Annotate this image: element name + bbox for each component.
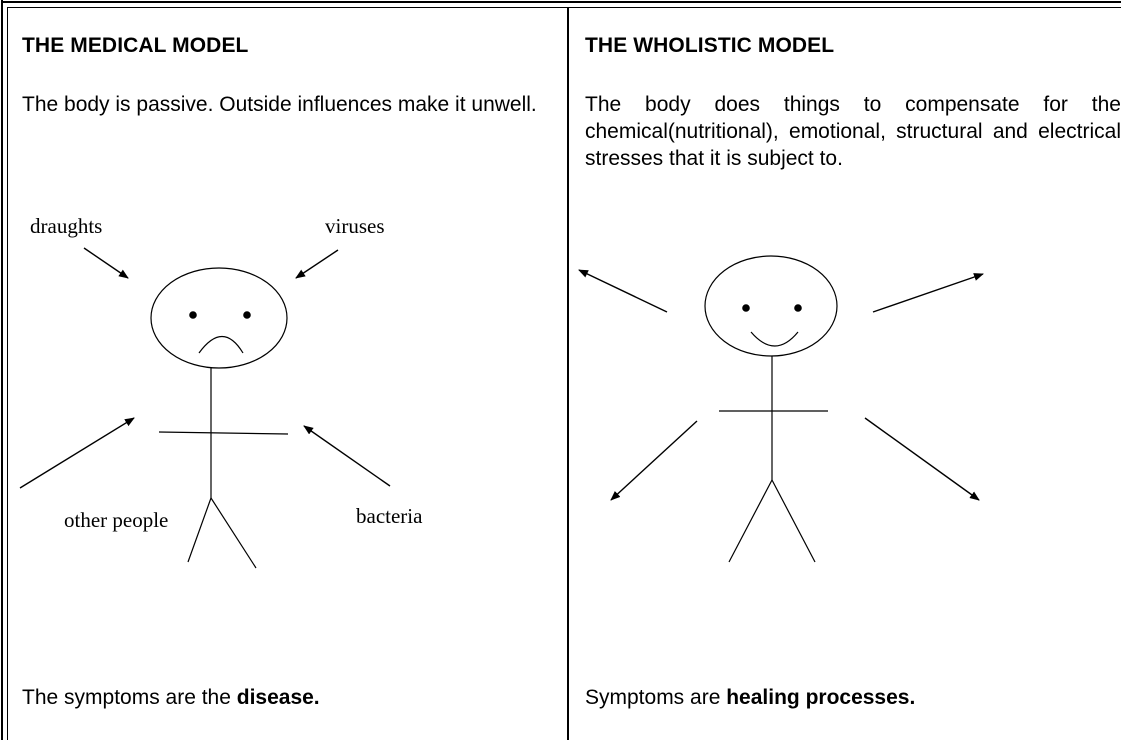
happy-figure-head (705, 256, 837, 356)
arrow-out-top-left (579, 270, 667, 312)
table-border-top-outer (1, 1, 1121, 3)
arrow-draughts (84, 248, 128, 278)
arrow-bacteria (304, 426, 390, 486)
arrow-out-bottom-right (865, 418, 979, 500)
label-draughts: draughts (30, 214, 102, 239)
sad-figure-frown (199, 337, 243, 354)
sad-figure-right-leg (211, 498, 256, 568)
medical-conclusion-bold: disease. (237, 686, 320, 709)
sad-figure-right-eye (244, 312, 250, 318)
label-bacteria: bacteria (356, 504, 422, 529)
sad-figure-left-leg (188, 498, 211, 562)
happy-figure-left-leg (729, 480, 772, 562)
arrow-out-top-right (873, 274, 983, 312)
wholistic-model-cell: THE WHOLISTIC MODEL The body does things… (569, 8, 1121, 740)
label-viruses: viruses (325, 214, 385, 239)
happy-figure-smile (751, 332, 798, 346)
label-other-people: other people (64, 508, 168, 533)
medical-stick-figure-diagram (8, 8, 567, 740)
wholistic-conclusion-text: Symptoms are (585, 686, 726, 709)
sad-figure-left-eye (190, 312, 196, 318)
happy-figure-right-leg (772, 480, 815, 562)
outgoing-arrows (579, 270, 983, 500)
arrow-out-bottom-left (611, 421, 697, 500)
table-border-left-outer (1, 0, 3, 740)
arrow-other-people (20, 418, 134, 488)
happy-figure-right-eye (795, 305, 801, 311)
wholistic-model-conclusion: Symptoms are healing processes. (585, 686, 915, 710)
medical-model-conclusion: The symptoms are the disease. (22, 686, 320, 710)
medical-conclusion-text: The symptoms are the (22, 686, 237, 709)
wholistic-stick-figure-diagram (569, 8, 1121, 740)
arrow-viruses (296, 250, 338, 278)
sad-stick-figure (151, 268, 288, 568)
wholistic-conclusion-bold: healing processes. (726, 686, 915, 709)
happy-stick-figure (705, 256, 837, 562)
sad-figure-arms (159, 432, 288, 434)
happy-figure-left-eye (743, 305, 749, 311)
medical-model-cell: THE MEDICAL MODEL The body is passive. O… (8, 8, 567, 740)
sad-figure-head (151, 268, 287, 368)
incoming-arrows (20, 248, 390, 488)
